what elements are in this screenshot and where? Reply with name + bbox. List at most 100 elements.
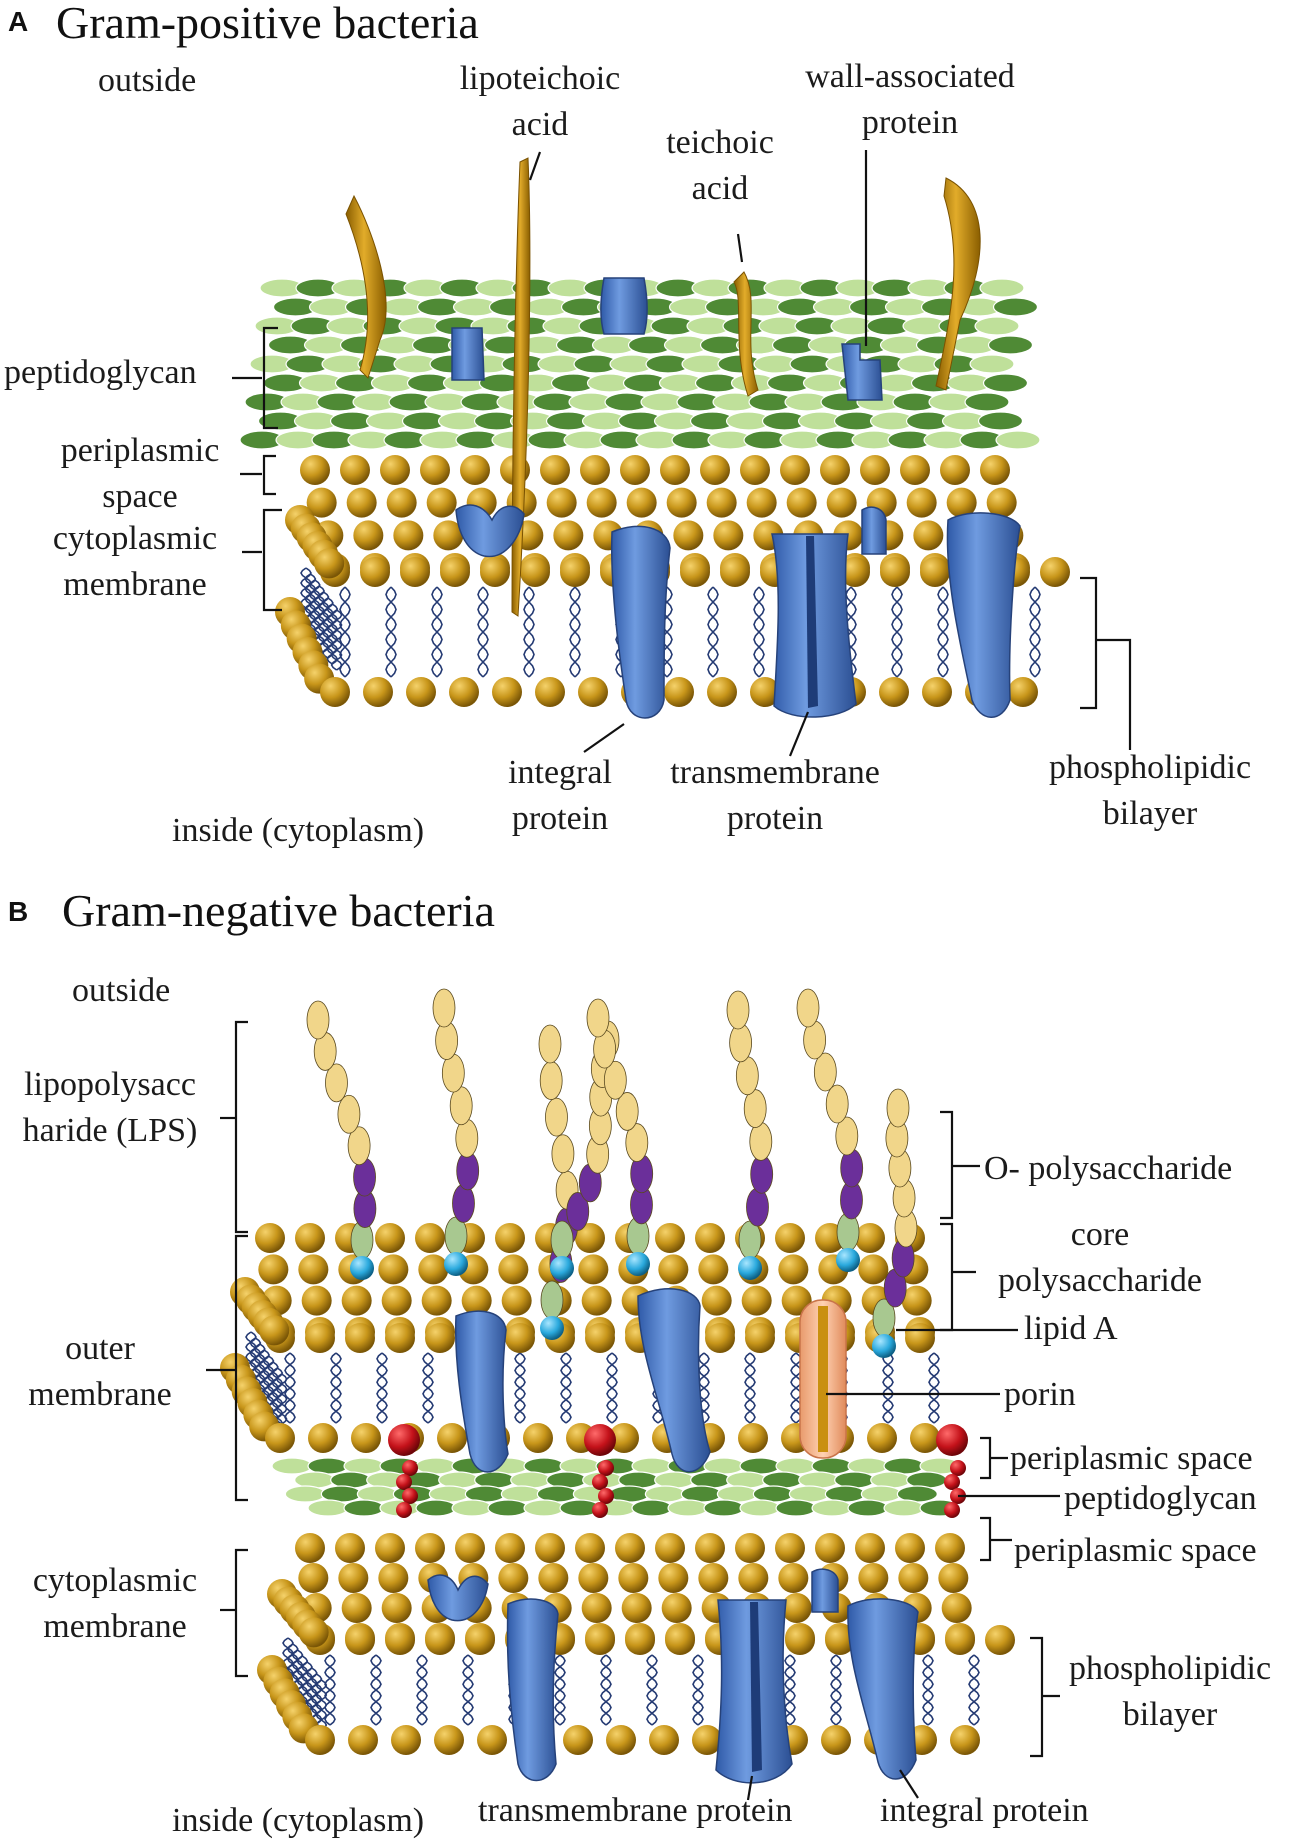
lipid-head — [363, 677, 393, 707]
lipid-tail — [514, 1352, 526, 1424]
label-a-cytoplasmic-membrane: cytoplasmic membrane — [52, 520, 218, 603]
bracket-bilayer — [1080, 576, 1098, 710]
outer-membrane-protein — [454, 1310, 509, 1473]
anchor-bead — [396, 1502, 412, 1518]
lipid-head — [259, 1315, 290, 1346]
lipid-a-unit — [738, 1256, 762, 1280]
lipid-head — [418, 1254, 449, 1285]
lipid-head — [348, 1725, 378, 1755]
lipid-head — [781, 1593, 812, 1623]
peptidoglycan-unit — [798, 1471, 840, 1489]
label-b-outside: outside — [72, 972, 171, 1009]
lipoprotein-anchor — [584, 1424, 616, 1518]
lipid-tail — [416, 1654, 428, 1726]
lipid-tail — [968, 1654, 980, 1726]
lipid-head — [621, 1593, 652, 1623]
lipid-head — [740, 455, 770, 485]
lipid-head — [505, 1323, 535, 1353]
lipid-head — [980, 455, 1010, 485]
integral-protein — [610, 525, 671, 719]
wall-protein — [451, 327, 485, 381]
peptidoglycan-unit — [523, 1499, 565, 1517]
lipid-head — [746, 487, 777, 518]
lipid-a-unit — [444, 1252, 468, 1276]
lipid-head — [775, 1223, 805, 1253]
lipid-head — [420, 455, 450, 485]
lipid-head — [501, 1285, 532, 1316]
teichoic-strand — [935, 177, 981, 391]
panel-b-letter: B — [8, 896, 29, 927]
lipid-head — [673, 520, 704, 551]
lipid-head — [301, 1285, 332, 1316]
lipid-head — [946, 487, 977, 518]
lipid-head — [738, 1563, 769, 1593]
lipid-head — [433, 520, 464, 551]
teichoic-strand — [345, 194, 387, 379]
lps-chain — [796, 988, 864, 1272]
lipid-head — [578, 1254, 609, 1285]
lipid-head — [553, 520, 584, 551]
lead-teichoic — [736, 233, 744, 263]
lipid-head — [305, 1323, 335, 1353]
lps-sugar — [749, 1122, 773, 1161]
lipid-head — [609, 1423, 639, 1453]
label-a-outside: outside — [98, 62, 197, 99]
lipid-tail — [462, 1654, 474, 1726]
lipid-head — [905, 1323, 935, 1353]
lipid-head — [461, 1285, 492, 1316]
label-b-integral-protein: integral protein — [880, 1792, 1089, 1829]
label-a-integral-protein: integral protein — [508, 754, 612, 837]
membrane-protein — [455, 504, 525, 558]
lipid-head — [618, 1563, 649, 1593]
lipid-head — [705, 1323, 735, 1353]
lipid-head — [585, 1625, 615, 1655]
lps-chain — [306, 1000, 377, 1280]
lipid-head — [606, 1725, 636, 1755]
anchor-bead — [944, 1474, 960, 1490]
anchor-bead — [402, 1460, 418, 1476]
lipid-tail — [661, 586, 673, 678]
peptidoglycan-unit — [438, 1471, 480, 1489]
lipid-tail — [922, 1654, 934, 1726]
label-b-periplasmic-space-2: periplasmic space — [1014, 1532, 1257, 1569]
lps-sugar — [746, 1187, 769, 1227]
lipid-a-unit — [836, 1248, 860, 1272]
label-b-transmembrane-protein: transmembrane protein — [478, 1792, 793, 1829]
lipid-head — [540, 455, 570, 485]
lps-sugar — [325, 1063, 348, 1103]
lipid-head — [575, 1533, 605, 1563]
lipid-head — [660, 455, 690, 485]
lipid-head — [338, 1563, 369, 1593]
lipid-head — [492, 677, 522, 707]
peptidoglycan-sheet-a — [239, 278, 1041, 450]
lipid-tail — [830, 1654, 842, 1726]
lipid-head — [346, 487, 377, 518]
lipid-head — [314, 548, 345, 579]
lipid-tail — [928, 1352, 940, 1424]
anchor-bead — [592, 1474, 608, 1490]
lipid-head — [345, 1625, 375, 1655]
lipid-head — [255, 1223, 285, 1253]
lps-sugar — [813, 1052, 837, 1092]
lps-sugar — [306, 1000, 330, 1040]
peptidoglycan-unit — [654, 1471, 696, 1489]
lipid-head — [440, 557, 470, 587]
lipid-head — [785, 1625, 815, 1655]
lipid-head — [393, 520, 424, 551]
lipid-head — [780, 455, 810, 485]
lipid-tail — [937, 586, 949, 678]
wall-protein — [600, 277, 648, 335]
lipid-tail — [370, 1654, 382, 1726]
lipid-tail — [422, 1352, 434, 1424]
lipid-head — [538, 1563, 569, 1593]
lipid-head — [655, 1223, 685, 1253]
lipid-a-unit — [350, 1256, 374, 1280]
peptidoglycan-unit — [883, 1499, 925, 1517]
lipid-head — [378, 1563, 409, 1593]
lead-bilayer — [1096, 638, 1132, 750]
lps-sugar — [615, 1092, 639, 1131]
lipid-head — [626, 487, 657, 518]
lipid-head — [585, 1323, 615, 1353]
lipid-a-unit — [872, 1334, 896, 1358]
label-teichoic-acid: teichoic acid — [666, 124, 774, 207]
